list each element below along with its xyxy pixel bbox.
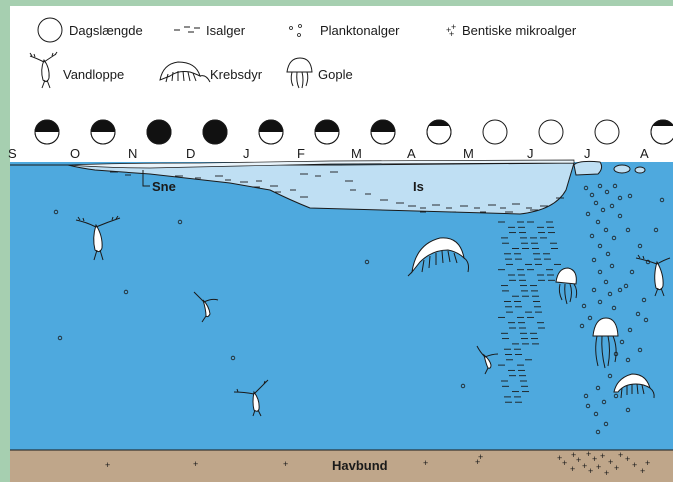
benthic-microalgae-mark: + <box>596 462 601 472</box>
benthic-microalgae-mark: + <box>105 460 110 470</box>
month-label-3: N <box>128 146 137 161</box>
benthic-microalgae-mark: + <box>625 454 630 464</box>
daylength-icon-4 <box>203 120 227 144</box>
benthic-microalgae-mark: + <box>632 460 637 470</box>
benthic-microalgae-mark: + <box>582 461 587 471</box>
daylength-icon-3 <box>147 120 171 144</box>
daylength-icon-9 <box>483 120 507 144</box>
month-label-10: J <box>527 146 534 161</box>
benthic-microalgae-mark: + <box>193 459 198 469</box>
daylength-icon-2 <box>91 120 115 144</box>
legend-water-flea: Vandloppe <box>63 67 124 82</box>
benthic-microalgae-mark: + <box>586 449 591 459</box>
daylength-icon-1 <box>35 120 59 144</box>
daylength-icon-7 <box>371 120 395 144</box>
month-label-8: A <box>407 146 416 161</box>
benthic-microalgae-mark: + <box>614 463 619 473</box>
month-label-7: M <box>351 146 362 161</box>
benthic-microalgae-mark: + <box>478 452 483 462</box>
benthic-microalgae-mark: + <box>423 458 428 468</box>
month-label-4: D <box>186 146 195 161</box>
benthic-microalgae-mark: + <box>570 464 575 474</box>
benthic-microalgae-mark: + <box>645 458 650 468</box>
month-label-5: J <box>243 146 250 161</box>
daylength-icon-8 <box>427 120 451 144</box>
daylength-icon-12 <box>651 120 673 144</box>
benthic-microalgae-mark: + <box>618 450 623 460</box>
seabed-label: Havbund <box>332 458 388 473</box>
benthic-microalgae-mark: + <box>562 458 567 468</box>
benthic-microalgae-mark: + <box>588 466 593 476</box>
benthic-microalgae-mark: + <box>608 457 613 467</box>
month-label-2: O <box>70 146 80 161</box>
benthic-microalgae-mark: + <box>600 451 605 461</box>
daylength-icon-5 <box>259 120 283 144</box>
snow-label: Sne <box>152 179 176 194</box>
month-label-12: A <box>640 146 649 161</box>
legend-jellyfish: Gople <box>318 67 353 82</box>
month-label-1: S <box>8 146 17 161</box>
benthic-microalgae-mark: + <box>640 466 645 476</box>
benthic-microalgae-mark: + <box>576 455 581 465</box>
month-label-11: J <box>584 146 591 161</box>
legend-ice-algae: Isalger <box>206 23 246 38</box>
daylength-legend-icon <box>38 18 62 42</box>
legend-crustacean: Krebsdyr <box>210 67 263 82</box>
month-label-6: F <box>297 146 305 161</box>
legend-benthic-microalgae: Bentiske mikroalger <box>462 23 577 38</box>
svg-text:+: + <box>449 29 454 39</box>
legend-plankton-algae: Planktonalger <box>320 23 400 38</box>
daylength-icon-10 <box>539 120 563 144</box>
daylength-icon-6 <box>315 120 339 144</box>
benthic-microalgae-mark: + <box>604 468 609 478</box>
month-label-9: M <box>463 146 474 161</box>
daylength-icon-11 <box>595 120 619 144</box>
benthic-microalgae-mark: + <box>283 459 288 469</box>
ice-label: Is <box>413 179 424 194</box>
legend-daylength: Dagslængde <box>69 23 143 38</box>
